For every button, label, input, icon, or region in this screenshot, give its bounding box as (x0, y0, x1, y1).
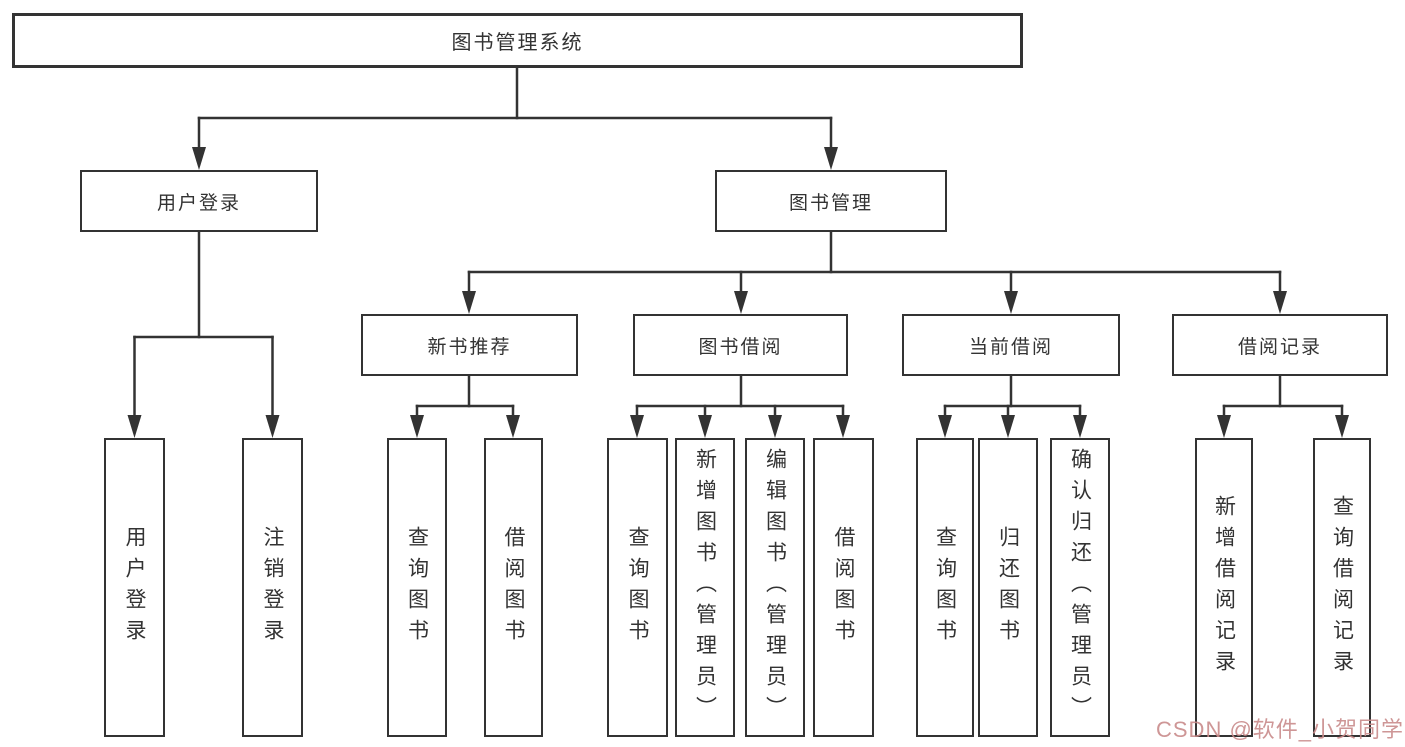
leaf-user-login: 用户登录 (104, 438, 165, 737)
leaf-edit-books-admin-label: 编辑图书︵管理员︶ (763, 448, 787, 727)
leaf-current-query-books-label: 查询图书 (933, 525, 957, 650)
leaf-add-borrow-record-label: 新增借阅记录 (1212, 494, 1236, 681)
node-current-borrowing-label: 当前借阅 (968, 336, 1053, 358)
leaf-current-query-books: 查询图书 (916, 438, 974, 737)
node-root-label: 图书管理系统 (451, 32, 584, 54)
node-current-borrowing: 当前借阅 (902, 314, 1120, 376)
leaf-return-books: 归还图书 (978, 438, 1038, 737)
node-book-management: 图书管理 (715, 170, 947, 232)
node-book-borrowing: 图书借阅 (633, 314, 848, 376)
leaf-confirm-return-admin-label: 确认归还︵管理员︶ (1068, 448, 1092, 727)
leaf-newbooks-query-books: 查询图书 (387, 438, 447, 737)
arrowheads (127, 147, 1349, 438)
leaf-logout: 注销登录 (242, 438, 303, 737)
leaf-newbooks-query-books-label: 查询图书 (405, 525, 429, 650)
leaf-query-borrow-record: 查询借阅记录 (1313, 438, 1371, 737)
node-borrowing-records: 借阅记录 (1172, 314, 1388, 376)
leaf-edit-books-admin: 编辑图书︵管理员︶ (745, 438, 805, 737)
leaf-newbooks-borrow-books: 借阅图书 (484, 438, 543, 737)
node-book-management-label: 图书管理 (788, 192, 873, 214)
node-borrowing-records-label: 借阅记录 (1237, 336, 1322, 358)
node-root-system: 图书管理系统 (12, 13, 1023, 68)
leaf-borrowing-query-books: 查询图书 (607, 438, 668, 737)
leaf-add-books-admin-label: 新增图书︵管理员︶ (693, 448, 717, 727)
node-new-book-recommend-label: 新书推荐 (427, 336, 512, 358)
leaf-user-login-label: 用户登录 (123, 525, 146, 650)
leaf-borrow-books-label: 借阅图书 (832, 525, 855, 650)
leaf-borrowing-query-books-label: 查询图书 (626, 525, 649, 650)
leaf-add-books-admin: 新增图书︵管理员︶ (675, 438, 735, 737)
leaf-return-books-label: 归还图书 (996, 525, 1020, 650)
leaf-newbooks-borrow-books-label: 借阅图书 (502, 525, 525, 650)
csdn-watermark: CSDN @软件_小贺同学 (1156, 717, 1405, 742)
leaf-add-borrow-record: 新增借阅记录 (1195, 438, 1253, 737)
node-user-login-label: 用户登录 (156, 192, 241, 214)
node-book-borrowing-label: 图书借阅 (698, 336, 783, 358)
node-new-book-recommend: 新书推荐 (361, 314, 578, 376)
leaf-borrow-books: 借阅图书 (813, 438, 874, 737)
leaf-logout-label: 注销登录 (261, 525, 284, 650)
leaf-confirm-return-admin: 确认归还︵管理员︶ (1050, 438, 1110, 737)
leaf-query-borrow-record-label: 查询借阅记录 (1330, 494, 1354, 681)
node-user-login: 用户登录 (80, 170, 318, 232)
